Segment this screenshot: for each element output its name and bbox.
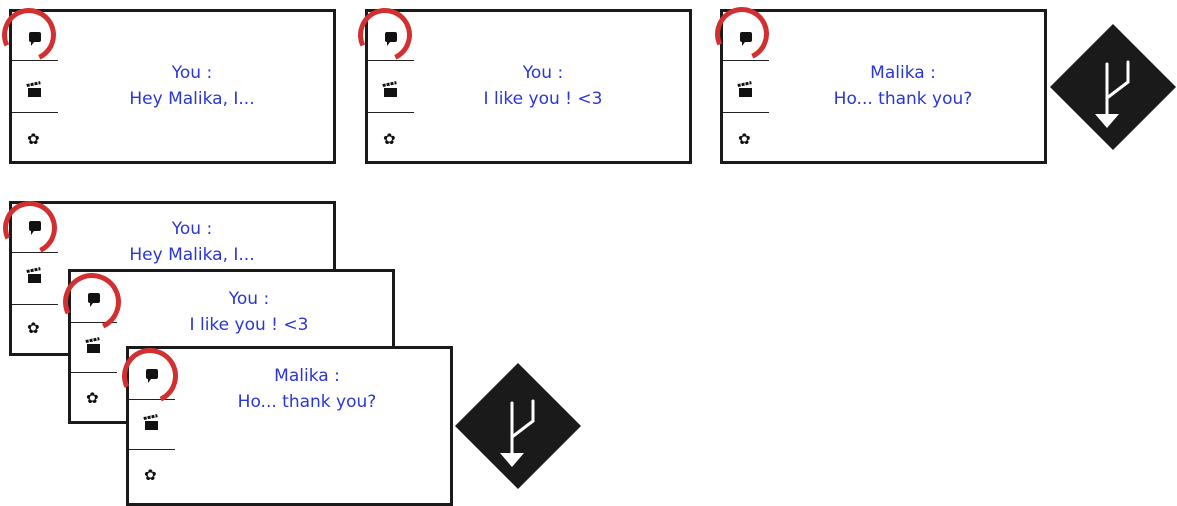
line-text: I like you ! <3 [189,315,309,335]
gear-icon[interactable]: ✿ [738,130,751,148]
speaker-label: You : [171,63,213,83]
speaker-label: You : [171,219,213,239]
card-sidebar: ✿ [12,204,58,353]
card-sidebar: ✿ [723,12,769,161]
dialogue-text: You : I like you ! <3 [458,60,628,112]
dialogue-text: Malika : Ho... thank you? [217,363,397,415]
line-text: Ho... thank you? [237,392,377,412]
card-sidebar: ✿ [129,349,175,503]
card-sidebar: ✿ [12,12,58,161]
clapperboard-icon[interactable] [87,344,100,353]
gear-icon[interactable]: ✿ [144,466,157,484]
speaker-label: You : [228,289,270,309]
speech-bubble-icon[interactable] [385,32,397,46]
dialogue-text: Malika : Ho... thank you? [813,60,993,112]
card-sidebar: ✿ [71,272,117,421]
dialogue-card-3[interactable]: ✿ Malika : Ho... thank you? [720,9,1047,164]
clapperboard-icon[interactable] [145,421,158,430]
gear-icon[interactable]: ✿ [27,319,40,337]
gear-icon[interactable]: ✿ [86,389,99,407]
speech-bubble-icon[interactable] [740,32,752,46]
gear-icon[interactable]: ✿ [383,130,396,148]
speech-bubble-icon[interactable] [146,369,158,383]
speaker-label: Malika : [870,63,936,83]
line-text: Hey Malika, I... [129,89,255,109]
dialogue-card-1[interactable]: ✿ You : Hey Malika, I... [9,9,336,164]
clapperboard-icon[interactable] [384,88,397,97]
card-sidebar: ✿ [368,12,414,161]
gear-icon[interactable]: ✿ [27,130,40,148]
clapperboard-icon[interactable] [28,274,41,283]
dialogue-text: You : Hey Malika, I... [107,216,277,268]
clapperboard-icon[interactable] [739,88,752,97]
branch-diamond-icon[interactable] [455,363,581,489]
speech-bubble-icon[interactable] [29,221,41,235]
dialogue-text: You : Hey Malika, I... [107,60,277,112]
speaker-label: You : [522,63,564,83]
line-text: Hey Malika, I... [129,245,255,265]
speech-bubble-icon[interactable] [29,32,41,46]
speech-bubble-icon[interactable] [88,293,100,307]
dialogue-card-2[interactable]: ✿ You : I like you ! <3 [365,9,692,164]
speaker-label: Malika : [274,366,340,386]
stacked-card-3[interactable]: ✿ Malika : Ho... thank you? [126,346,453,506]
line-text: Ho... thank you? [833,89,973,109]
branch-diamond-icon[interactable] [1050,24,1176,150]
clapperboard-icon[interactable] [28,88,41,97]
line-text: I like you ! <3 [483,89,603,109]
dialogue-text: You : I like you ! <3 [164,286,334,338]
